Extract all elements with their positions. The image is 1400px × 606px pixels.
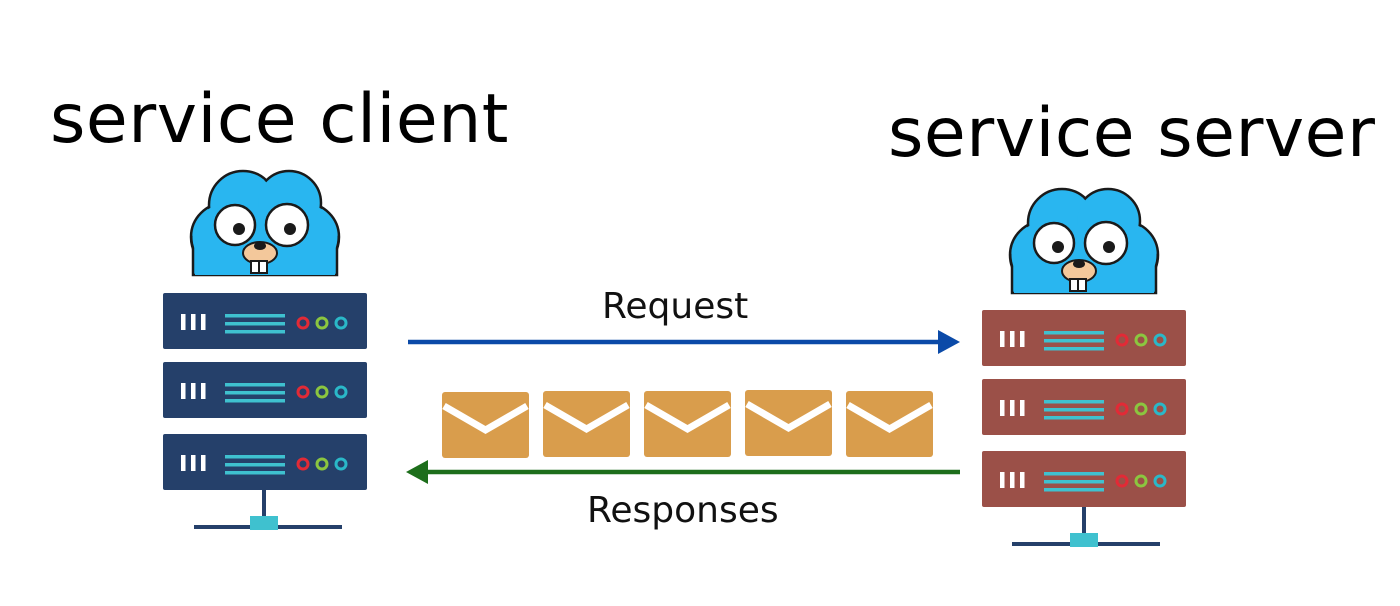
request-label: Request bbox=[602, 286, 749, 327]
server-rack-unit-3 bbox=[980, 449, 1188, 509]
responses-arrow bbox=[406, 460, 960, 484]
server-gopher-mascot-icon bbox=[1008, 187, 1160, 295]
server-title: service server bbox=[888, 94, 1376, 173]
client-title: service client bbox=[50, 80, 509, 159]
server-rack bbox=[980, 308, 1188, 547]
responses-label: Responses bbox=[587, 490, 779, 531]
envelope-icon bbox=[745, 390, 832, 456]
client-rack-unit-3 bbox=[161, 432, 369, 492]
envelope-icon bbox=[543, 391, 630, 457]
client-network-port bbox=[250, 516, 278, 530]
server-network-port bbox=[1070, 533, 1098, 547]
response-messages bbox=[442, 390, 933, 458]
client-network-cable bbox=[262, 490, 266, 516]
envelope-icon bbox=[442, 392, 529, 458]
client-gopher-mascot-icon bbox=[189, 169, 341, 277]
envelope-icon bbox=[644, 391, 731, 457]
client-rack-unit-2 bbox=[161, 360, 369, 420]
client-server-rack bbox=[161, 291, 369, 530]
server-network-cable bbox=[1082, 507, 1086, 534]
client-rack-unit-1 bbox=[161, 291, 369, 351]
server-rack-unit-2 bbox=[980, 377, 1188, 437]
envelope-icon bbox=[846, 391, 933, 457]
server-rack-unit-1 bbox=[980, 308, 1188, 368]
request-arrow bbox=[408, 330, 960, 354]
